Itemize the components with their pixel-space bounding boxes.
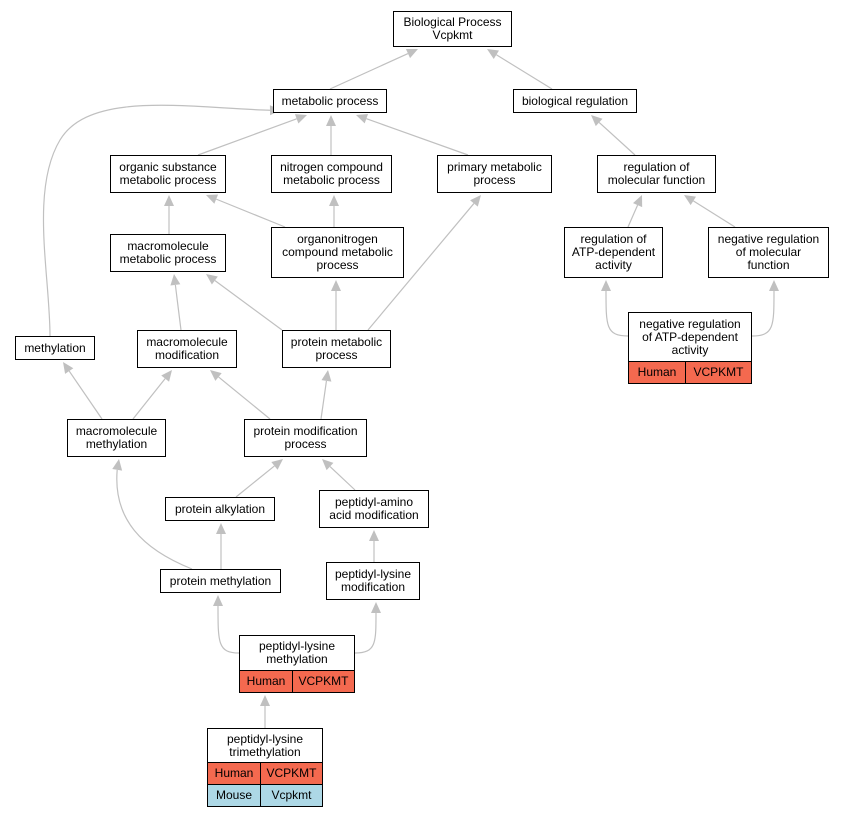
edge-negative-atp-to-regulation-atp <box>601 280 629 337</box>
gene-cell: Vcpkmt <box>260 785 322 806</box>
edge-peptidyl-amino-to-protein-modification <box>322 459 356 491</box>
edge-macromolecule-methylation-to-macromolecule-modification <box>132 370 172 420</box>
edge-protein-methylation-to-protein-alkylation <box>216 523 226 569</box>
edge-nitrogen-compound-to-metabolic-process <box>326 115 336 155</box>
edge-peptidyl-lysine-methylation-to-protein-methylation <box>213 595 240 654</box>
go-term-label: metabolic process <box>281 93 379 108</box>
edge-biological-regulation-to-root <box>487 49 553 90</box>
go-term-label: biological regulation <box>521 93 629 108</box>
go-term-biological-regulation[interactable]: biological regulation <box>513 89 637 113</box>
edge-macromolecule-metabolic-to-organic-substance <box>164 195 174 234</box>
edge-organic-substance-to-metabolic-process <box>197 114 307 156</box>
edge-macromolecule-modification-to-macromolecule-metabolic <box>170 274 182 331</box>
annotation-row-human: Human VCPKMT <box>208 762 322 784</box>
edge-organonitrogen-to-nitrogen-compound <box>329 195 339 227</box>
annotation-row-mouse: Mouse Vcpkmt <box>208 784 322 806</box>
go-term-label: methylation <box>24 340 86 355</box>
edge-protein-methylation-to-macromolecule-methylation <box>112 459 193 570</box>
edge-negative-atp-to-negative-molecular <box>751 280 779 337</box>
edge-organonitrogen-to-organic-substance <box>206 194 286 228</box>
go-term-protein-alkylation[interactable]: protein alkylation <box>165 497 275 521</box>
annotation-row-human: Human VCPKMT <box>629 361 751 383</box>
go-term-metabolic-process[interactable]: metabolic process <box>273 89 387 113</box>
species-cell: Human <box>637 365 677 379</box>
species-cell: Human <box>214 766 254 780</box>
edge-protein-metabolic-to-primary-metabolic <box>367 195 481 331</box>
edge-macromolecule-methylation-to-methylation <box>63 362 103 420</box>
edge-peptidyl-lysine-trimethylation-to-peptidyl-lysine-methylation <box>260 695 270 728</box>
edge-protein-metabolic-to-macromolecule-metabolic <box>206 274 283 331</box>
edge-regulation-atp-to-regulation-molecular <box>627 195 643 228</box>
go-term-label: protein methylation <box>169 573 272 588</box>
edge-regulation-molecular-to-biological-regulation <box>591 115 636 156</box>
edge-protein-metabolic-to-organonitrogen <box>331 280 341 330</box>
go-term-methylation[interactable]: methylation <box>15 336 95 360</box>
edge-protein-modification-to-macromolecule-modification <box>210 370 271 420</box>
go-term-label: protein alkylation <box>174 501 266 516</box>
edge-negative-molecular-to-regulation-molecular <box>684 195 736 228</box>
annotation-row-human: Human VCPKMT <box>240 670 354 692</box>
species-cell: Mouse <box>215 788 253 802</box>
edge-protein-alkylation-to-protein-modification <box>235 459 283 498</box>
species-cell: Human <box>246 674 286 688</box>
edge-peptidyl-lysine-mod-to-peptidyl-amino <box>369 530 379 562</box>
go-term-protein-methylation[interactable]: protein methylation <box>160 569 281 593</box>
edge-primary-metabolic-to-metabolic-process <box>356 113 469 156</box>
gene-cell: VCPKMT <box>292 671 354 692</box>
edge-methylation-to-metabolic-process <box>42 104 281 337</box>
edge-peptidyl-lysine-methylation-to-peptidyl-lysine-mod <box>354 602 381 654</box>
gene-cell: VCPKMT <box>260 763 322 784</box>
edge-metabolic-process-to-root <box>329 49 418 90</box>
edge-protein-modification-to-protein-metabolic <box>320 370 332 420</box>
gene-cell: VCPKMT <box>685 362 751 383</box>
